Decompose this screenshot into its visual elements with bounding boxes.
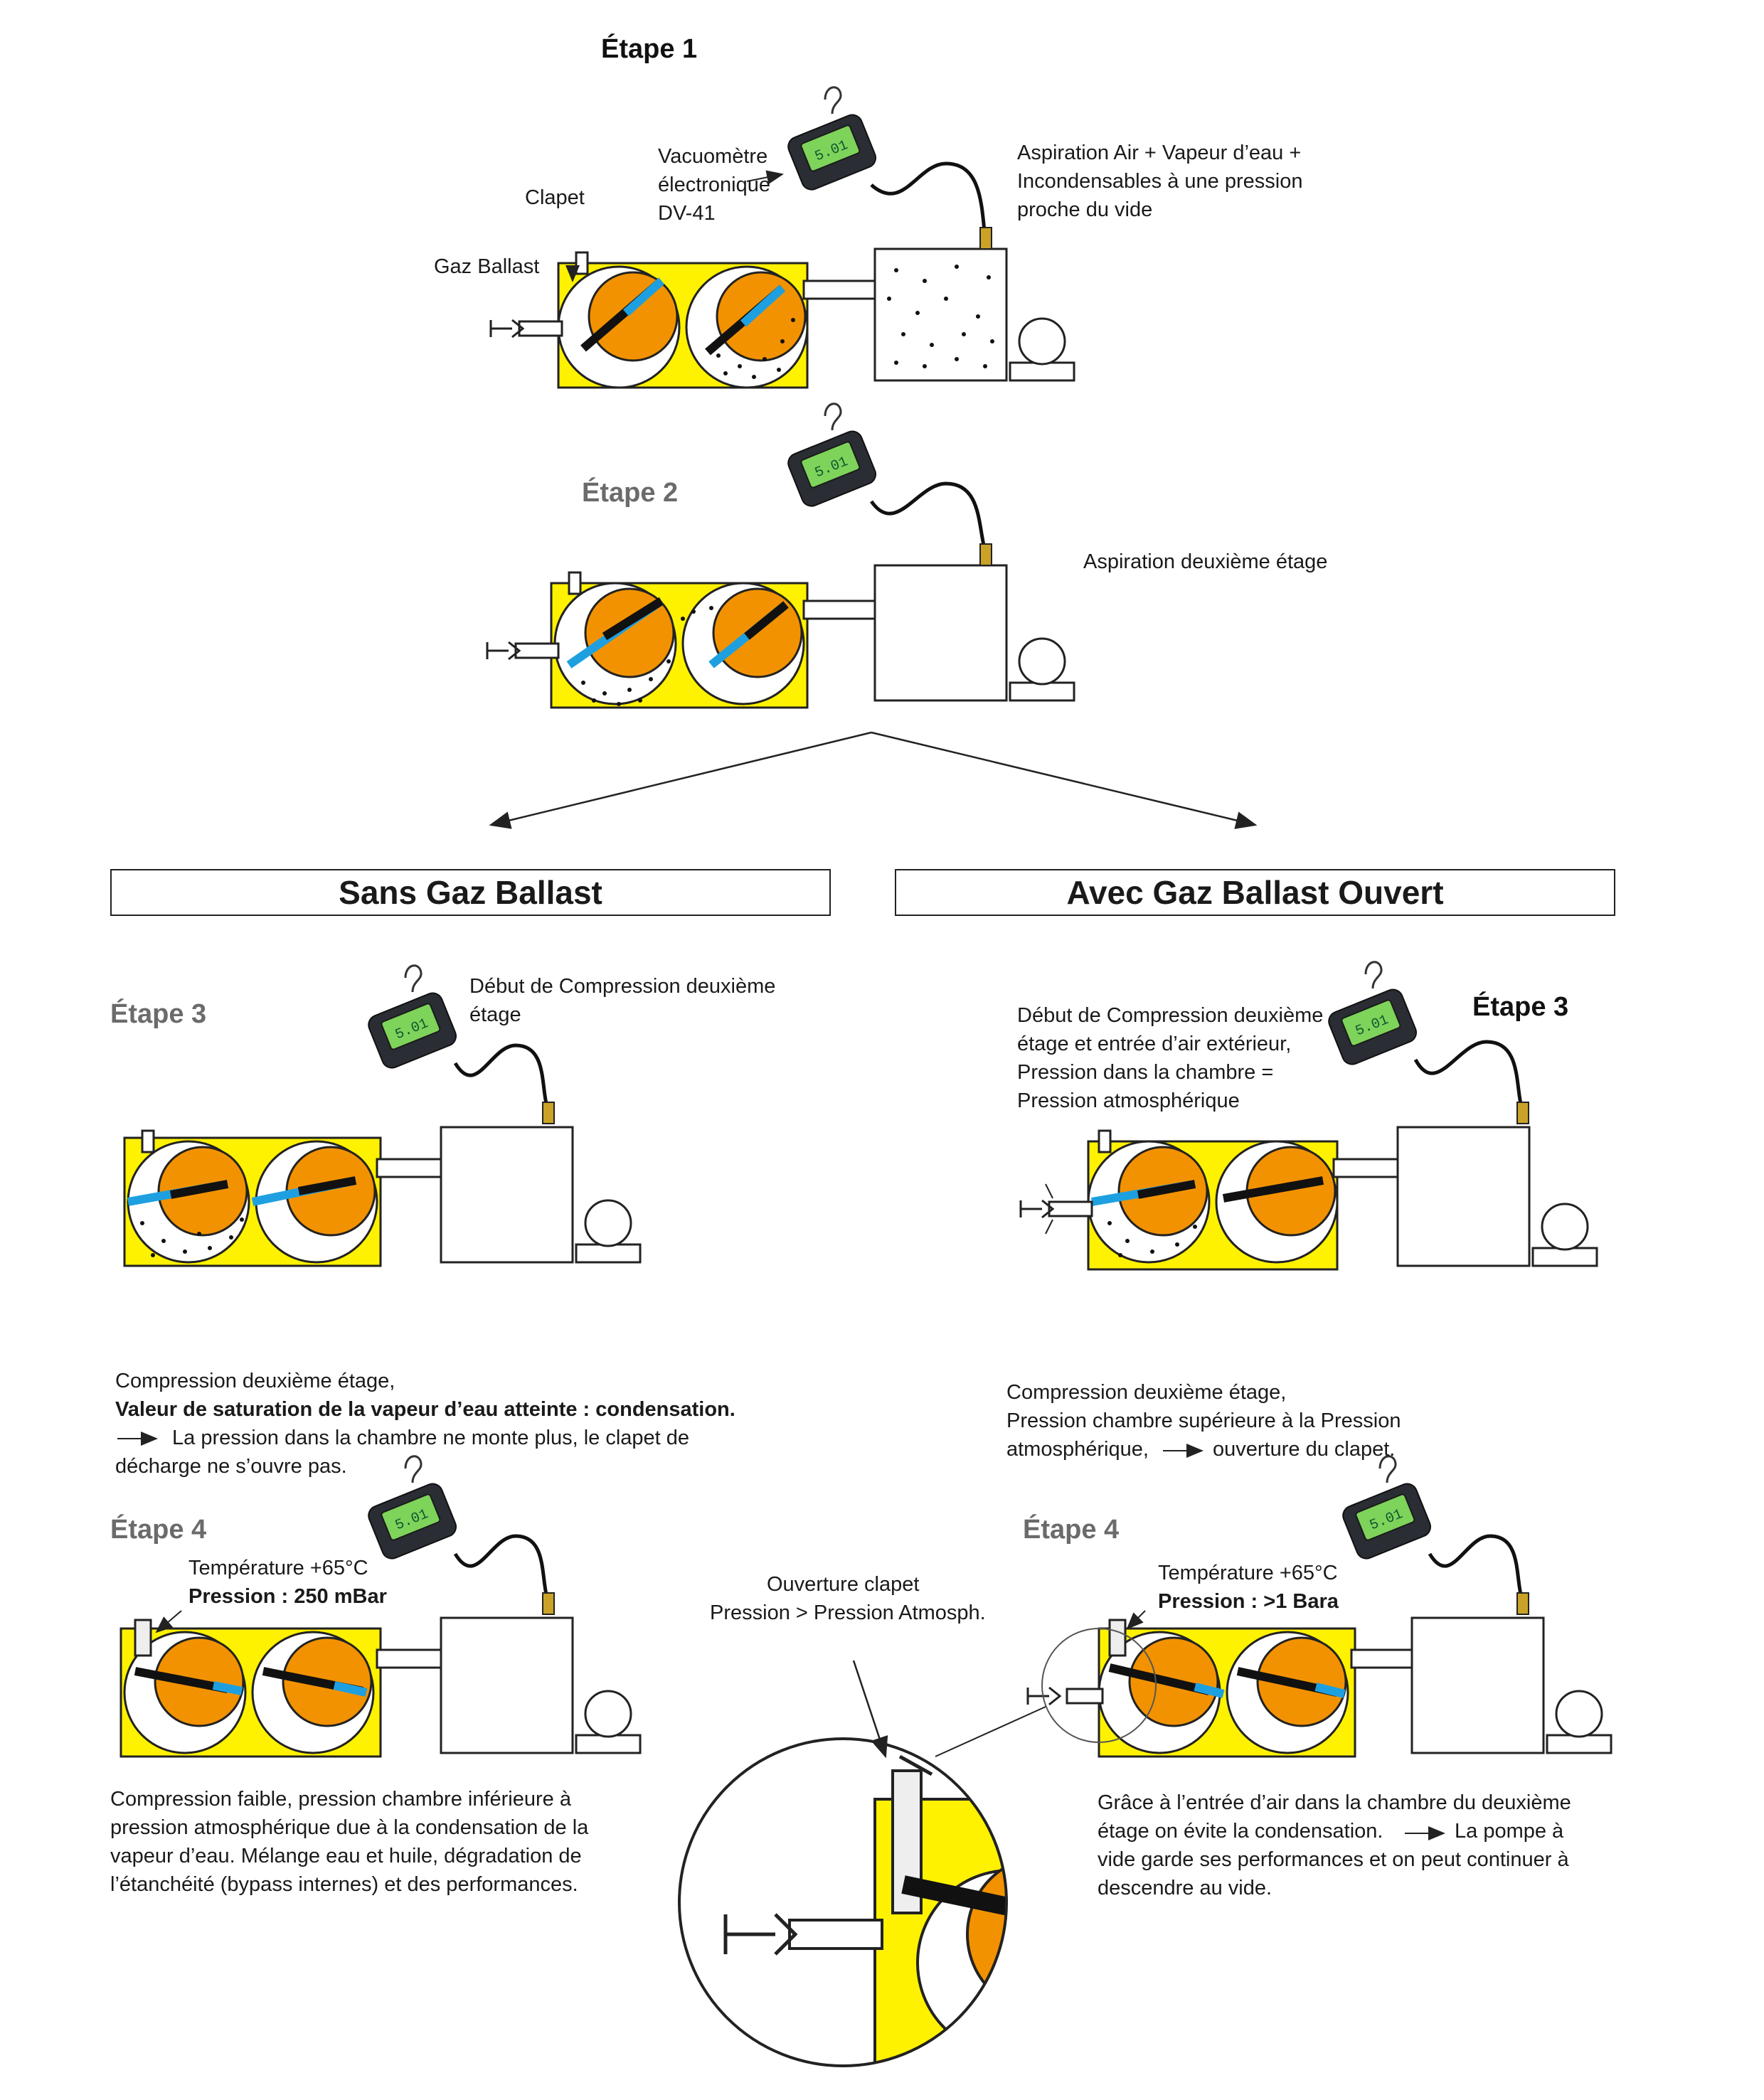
left-comp-line1: Compression deuxième étage, <box>115 1370 395 1392</box>
right-s3-line2: étage et entrée d’air extérieur, <box>1017 1033 1292 1055</box>
left-comp-line4: décharge ne s’ouvre pas. <box>115 1455 347 1478</box>
left-result-3: vapeur d’eau. Mélange eau et huile, dégr… <box>110 1845 582 1867</box>
zoom-label-2: Pression > Pression Atmosph. <box>710 1601 986 1624</box>
step3-left-diagram <box>123 964 642 1267</box>
step4-right-heading: Étape 4 <box>1023 1515 1120 1545</box>
left-s3-line2: étage <box>469 1003 521 1026</box>
aspiration1-line2: Incondensables à une pression <box>1017 170 1303 193</box>
branch-left-title: Sans Gaz Ballast <box>110 869 831 916</box>
left-comp-line2: Valeur de saturation de la vapeur d’eau … <box>115 1398 735 1421</box>
step2-heading: Étape 2 <box>582 478 679 508</box>
vacuometre-label-2: électronique <box>658 174 770 196</box>
right-comp-line3a: atmosphérique, <box>1006 1438 1149 1461</box>
left-result-1: Compression faible, pression chambre inf… <box>110 1788 571 1811</box>
right-s3-line3: Pression dans la chambre = <box>1017 1061 1274 1084</box>
aspiration2-label: Aspiration deuxième étage <box>1083 550 1328 573</box>
left-comp-line3: La pression dans la chambre ne monte plu… <box>172 1427 690 1449</box>
right-temp: Température +65°C <box>1158 1562 1338 1584</box>
step4-left-heading: Étape 4 <box>110 1515 207 1545</box>
vacuometre-label-3: DV-41 <box>658 202 716 225</box>
step1-heading: Étape 1 <box>601 34 698 64</box>
right-result-3: vide garde ses performances et on peut c… <box>1098 1848 1569 1871</box>
right-result-2b: La pompe à <box>1455 1820 1564 1843</box>
zoom-label-1: Ouverture clapet <box>767 1573 920 1596</box>
left-result-4: l’étanchéité (bypass internes) et des pe… <box>110 1873 578 1896</box>
left-pressure: Pression : 250 mBar <box>188 1585 387 1608</box>
right-s3-line1: Début de Compression deuxième <box>1017 1004 1324 1027</box>
right-comp-line3b: ouverture du clapet. <box>1213 1438 1396 1461</box>
right-pressure: Pression : >1 Bara <box>1158 1590 1339 1613</box>
left-result-2: pression atmosphérique due à la condensa… <box>110 1816 589 1839</box>
step1-diagram <box>489 86 1075 389</box>
zoom-detail <box>678 1660 1008 2067</box>
left-temp: Température +65°C <box>188 1557 368 1579</box>
step3-left-heading: Étape 3 <box>110 999 207 1029</box>
right-result-4: descendre au vide. <box>1098 1877 1272 1899</box>
aspiration1-line1: Aspiration Air + Vapeur d’eau + <box>1017 142 1302 164</box>
right-result-2a: étage on évite la condensation. <box>1098 1820 1383 1843</box>
step4-right-diagram <box>935 1455 1612 1758</box>
gaz-ballast-label: Gaz Ballast <box>434 255 540 278</box>
aspiration1-line3: proche du vide <box>1017 198 1153 221</box>
step3-right-heading: Étape 3 <box>1472 992 1569 1022</box>
right-s3-line4: Pression atmosphérique <box>1017 1089 1240 1112</box>
branch-right-title: Avec Gaz Ballast Ouvert <box>895 869 1615 916</box>
branch-arrows <box>489 731 1258 829</box>
step4-left-diagram <box>119 1455 642 1758</box>
left-s3-line1: Début de Compression deuxième <box>469 975 776 998</box>
vacuometre-label-1: Vacuomètre <box>658 145 768 168</box>
right-comp-line2: Pression chambre supérieure à la Pressio… <box>1006 1409 1401 1432</box>
right-result-1: Grâce à l’entrée d’air dans la chambre d… <box>1098 1791 1571 1814</box>
step2-diagram <box>486 403 1075 709</box>
clapet-label: Clapet <box>525 186 585 209</box>
step3-right-diagram <box>1019 961 1598 1271</box>
right-comp-line1: Compression deuxième étage, <box>1006 1381 1287 1404</box>
